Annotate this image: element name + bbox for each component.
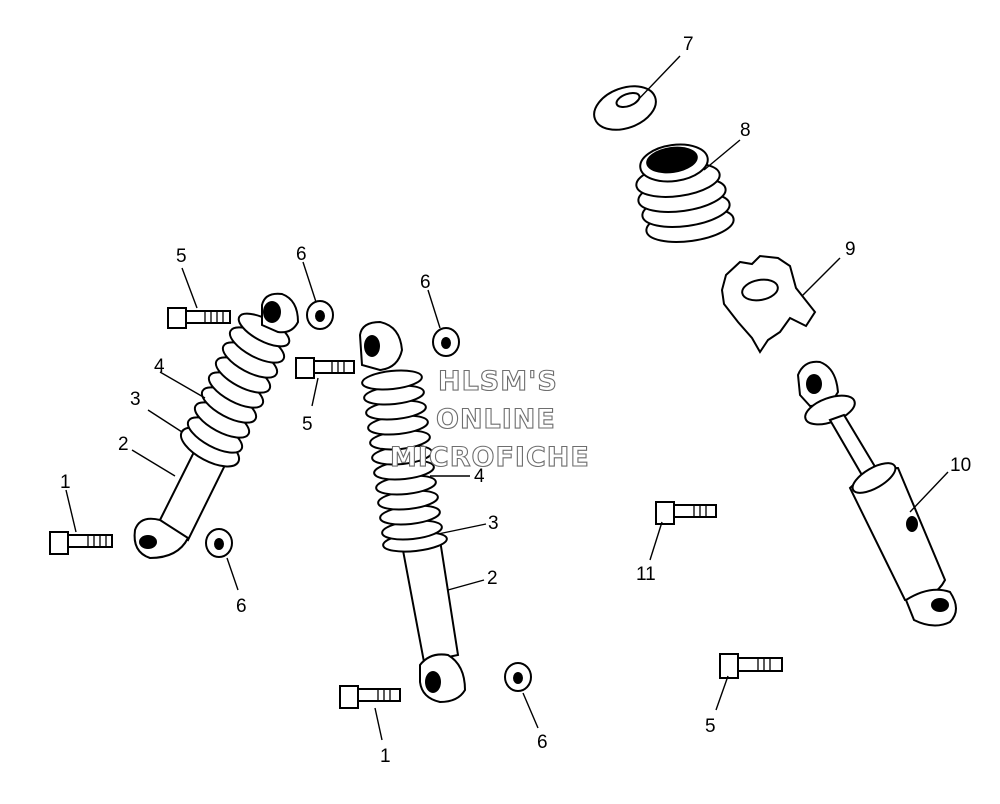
callout-damper: 10 bbox=[950, 455, 971, 476]
callout-center-bolt-top: 5 bbox=[302, 414, 313, 435]
nut-left-bottom bbox=[205, 528, 233, 558]
callout-left-body: 2 bbox=[118, 434, 129, 455]
bolt-right-bottom bbox=[719, 653, 783, 679]
nut-center-top bbox=[432, 327, 460, 357]
callout-center-body: 2 bbox=[487, 568, 498, 589]
callout-adjuster: 9 bbox=[845, 239, 856, 260]
callout-clip: 7 bbox=[683, 34, 694, 55]
callout-left-seat: 3 bbox=[130, 389, 141, 410]
callout-bellows: 8 bbox=[740, 120, 751, 141]
bolt-right-mid bbox=[655, 501, 717, 525]
callout-left-nut-bottom: 6 bbox=[236, 596, 247, 617]
callout-bolt-mid: 11 bbox=[636, 564, 656, 585]
bolt-left-top bbox=[167, 307, 231, 329]
leader-lines bbox=[65, 55, 949, 741]
watermark-line-1: HLSM'S bbox=[438, 366, 558, 397]
nut-center-bottom bbox=[504, 662, 532, 692]
callout-bolt-bottom: 5 bbox=[705, 716, 716, 737]
spring-adjuster bbox=[720, 254, 817, 354]
callout-center-nut-top: 6 bbox=[420, 272, 431, 293]
callout-left-nut-top: 6 bbox=[296, 244, 307, 265]
bellows-boot bbox=[635, 143, 735, 243]
damper-unit bbox=[796, 360, 957, 627]
callout-center-spring: 4 bbox=[474, 466, 485, 487]
left-shock-spring bbox=[186, 312, 291, 454]
left-shock-absorber bbox=[133, 292, 300, 560]
watermark-line-3: MICROFICHE bbox=[390, 442, 590, 473]
callout-left-spring: 4 bbox=[154, 356, 165, 377]
center-shock-spring bbox=[361, 369, 443, 541]
center-shock-absorber bbox=[358, 320, 467, 704]
callout-center-bolt-bottom: 1 bbox=[380, 746, 391, 767]
bolt-center-bottom bbox=[339, 685, 401, 709]
nut-left-top bbox=[306, 300, 334, 330]
callout-left-bolt-top: 5 bbox=[176, 246, 187, 267]
callout-left-bolt-bottom: 1 bbox=[60, 472, 71, 493]
callout-center-seat: 3 bbox=[488, 513, 499, 534]
watermark: HLSM'S ONLINE MICROFICHE bbox=[389, 365, 590, 473]
callout-center-nut-bottom: 6 bbox=[537, 732, 548, 753]
watermark-line-2: ONLINE bbox=[436, 404, 556, 435]
bolt-center-mid bbox=[295, 357, 355, 379]
bolt-left-bottom bbox=[49, 531, 113, 555]
